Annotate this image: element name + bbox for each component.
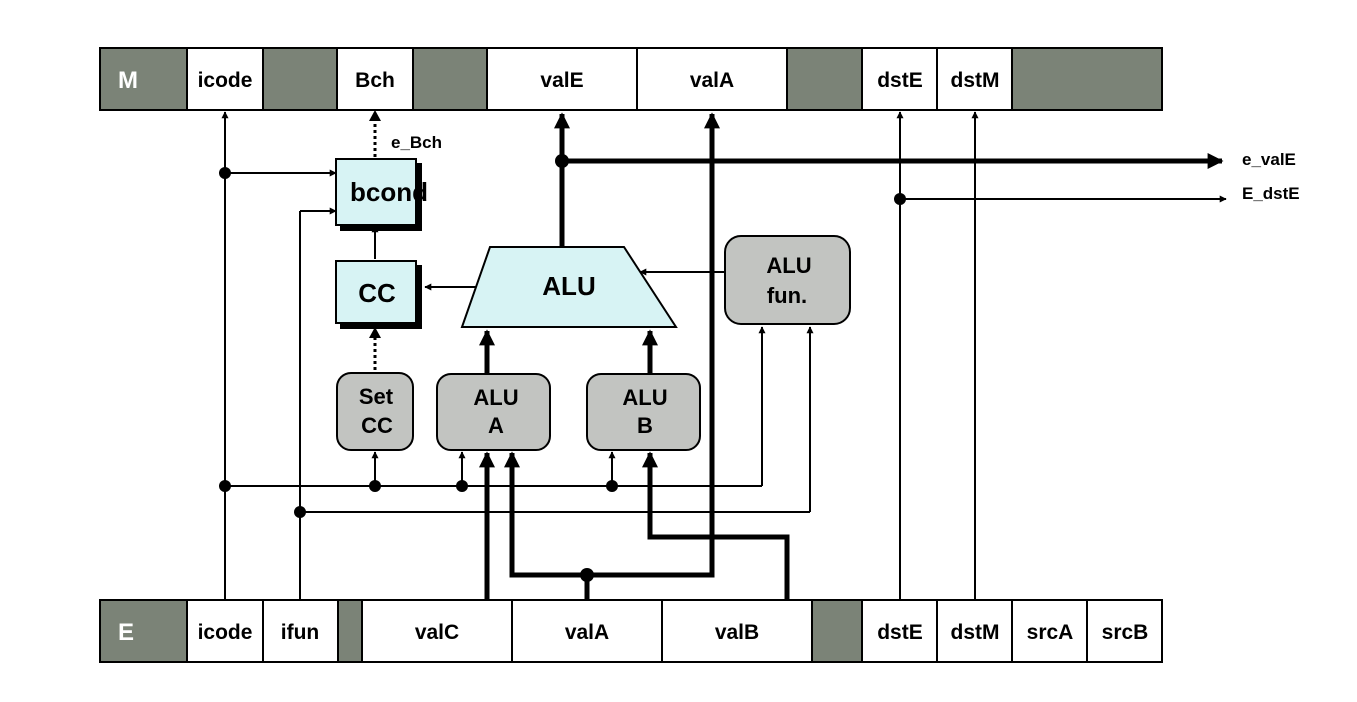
e-srca-label: srcA <box>1027 621 1074 644</box>
e-vale-signal-label: e_valE <box>1242 150 1296 169</box>
e-srcb-field <box>1086 599 1163 663</box>
m-bch-label: Bch <box>355 69 395 92</box>
m-icode-label: icode <box>198 69 253 92</box>
e-dste-label: dstE <box>877 621 923 644</box>
e-register-label: E <box>118 619 134 646</box>
m-dste-label: dstE <box>877 69 923 92</box>
set-cc-label-line2: CC <box>361 413 393 438</box>
m-icode-field <box>186 47 264 111</box>
e-srca-field <box>1011 599 1088 663</box>
m-vale-label: valE <box>540 69 583 92</box>
alu-b-unit <box>586 373 701 451</box>
alu-a-label-line1: ALU <box>473 385 518 410</box>
alu-b-label-line2: B <box>637 413 653 438</box>
alu-a-label-line2: A <box>488 413 504 438</box>
set-cc-label-line1: Set <box>359 384 394 409</box>
data-wires <box>479 112 1224 600</box>
bcond-label: bcond <box>350 177 428 207</box>
e-pipeline-register: E icode ifun valC valA valB dstE dstM sr… <box>99 599 1163 663</box>
set-cc-unit <box>336 372 414 451</box>
m-dste-field <box>861 47 938 111</box>
m-dstm-field <box>936 47 1013 111</box>
cc-unit <box>335 260 417 324</box>
setcc-arrow-head <box>369 327 381 338</box>
e-dstm-label: dstM <box>951 621 1000 644</box>
e-icode-field <box>186 599 264 663</box>
e-ifun-field <box>262 599 339 663</box>
m-vala-field <box>636 47 788 111</box>
alu-fun-label-line2: fun. <box>767 283 807 308</box>
alu-fun-unit <box>724 235 851 325</box>
alu-fun-label-line1: ALU <box>766 253 811 278</box>
alu-b-label-line1: ALU <box>622 385 667 410</box>
alu-unit <box>460 246 678 328</box>
e-ifun-label: ifun <box>281 621 319 644</box>
e-bch-signal-label: e_Bch <box>391 133 442 152</box>
e-valb-label: valB <box>715 621 759 644</box>
e-dste-signal-label: E_dstE <box>1242 184 1300 203</box>
wire-junctions <box>219 154 906 582</box>
m-register-label: M <box>118 67 138 94</box>
control-wires <box>221 111 1227 600</box>
e-vala-label: valA <box>565 621 609 644</box>
bch-arrow-head <box>369 110 381 121</box>
alu-a-unit <box>436 373 551 451</box>
alu-label: ALU <box>542 271 595 301</box>
m-vala-label: valA <box>690 69 734 92</box>
e-icode-label: icode <box>198 621 253 644</box>
e-valc-label: valC <box>415 621 459 644</box>
bcond-unit <box>335 158 417 226</box>
e-srcb-label: srcB <box>1102 621 1149 644</box>
m-dstm-label: dstM <box>951 69 1000 92</box>
m-pipeline-register: M icode Bch valE valA dstE dstM <box>99 47 1163 111</box>
e-valb-field <box>661 599 813 663</box>
e-vala-field <box>511 599 663 663</box>
cc-label: CC <box>358 278 396 308</box>
